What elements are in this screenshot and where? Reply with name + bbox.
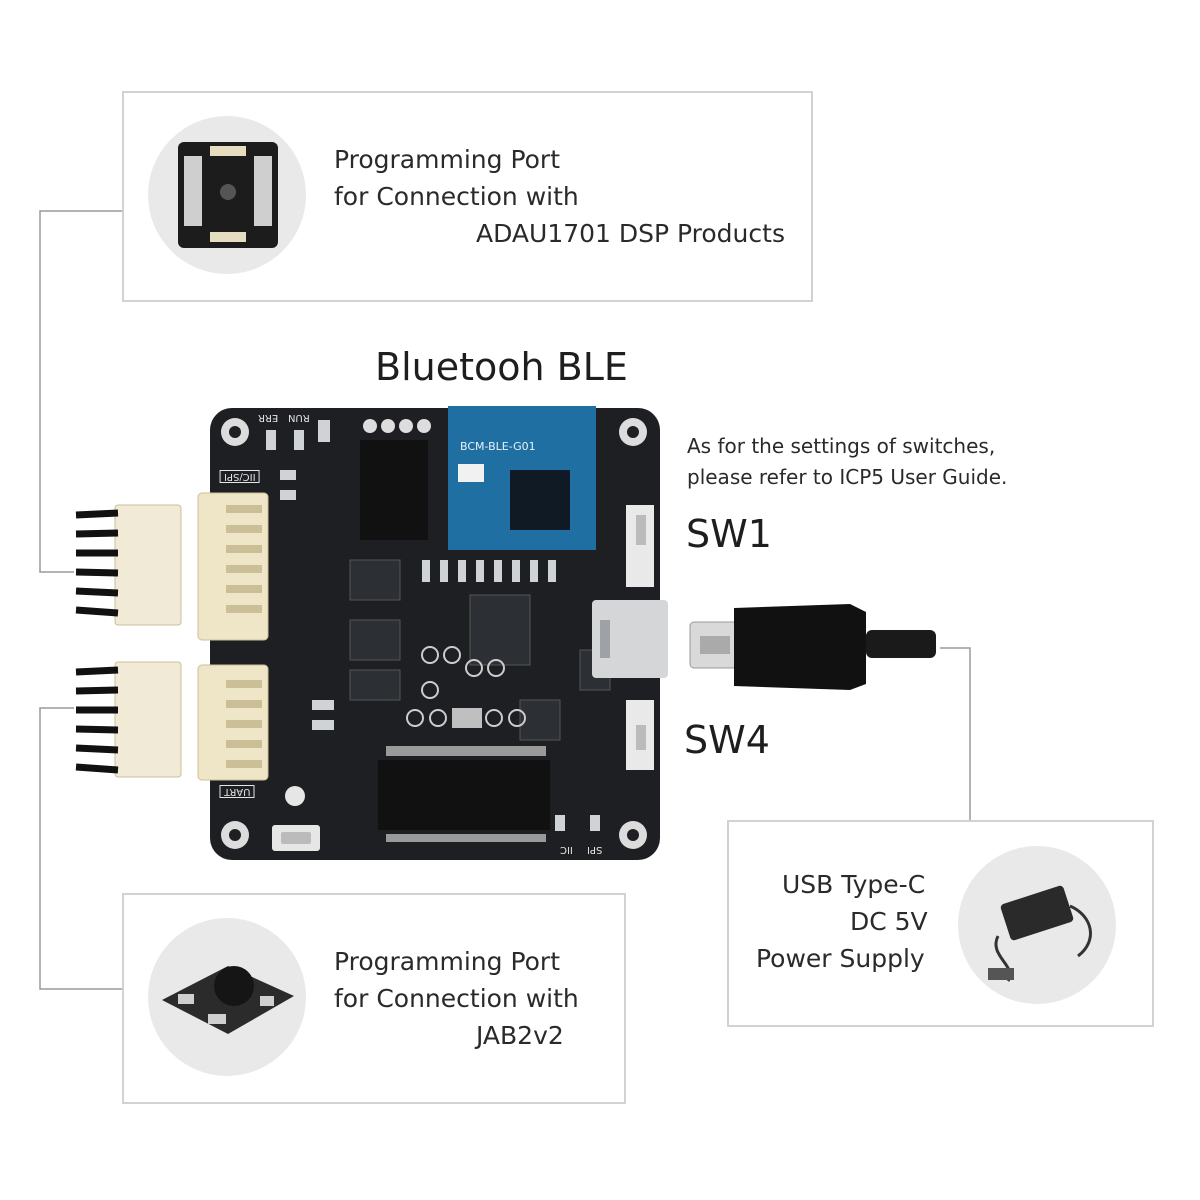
power-box-line3: Power Supply: [756, 944, 925, 973]
adau1701-board-image: [148, 116, 306, 274]
ble-module-label: BCM-BLE-G01: [460, 440, 536, 453]
sw4-label: SW4: [684, 718, 770, 762]
leader-lines: [39, 210, 971, 990]
leader-line-power: [940, 647, 971, 822]
adau1701-board-icon: [178, 142, 278, 248]
top-box-line3: ADAU1701 DSP Products: [476, 219, 785, 248]
board-title: Bluetooh BLE: [375, 345, 628, 389]
bottom-box-line1: Programming Port: [334, 947, 561, 976]
usb-cable: [689, 604, 936, 690]
jab2v2-board-image: [148, 918, 306, 1076]
cable-plug-bottom: [75, 661, 182, 778]
board-connectors: [197, 492, 269, 781]
sw1-label: SW1: [686, 512, 772, 556]
pcb-board: [210, 406, 668, 860]
silkscreen-iic: IIC: [560, 844, 573, 855]
bottom-box-line3: JAB2v2: [476, 1021, 564, 1050]
silkscreen-err: ERR: [258, 412, 279, 423]
leader-line-bottom: [39, 707, 124, 990]
silkscreen-spi: SPI: [587, 844, 603, 855]
jab2v2-board-icon: [162, 966, 294, 1034]
top-box-line2: for Connection with: [334, 182, 579, 211]
silkscreen-uart: UART: [220, 785, 255, 798]
cable-plug-top: [75, 504, 182, 626]
power-adapter-image: [958, 846, 1116, 1004]
silkscreen-iic-spi: IIC/SPI: [220, 470, 260, 483]
leader-line-top: [39, 210, 124, 573]
top-box-line1: Programming Port: [334, 145, 561, 174]
power-box-line1: USB Type-C: [782, 870, 926, 899]
power-adapter-icon: [988, 885, 1092, 982]
power-box-line2: DC 5V: [850, 907, 928, 936]
switch-note-line2: please refer to ICP5 User Guide.: [687, 465, 1008, 489]
silkscreen-run: RUN: [288, 412, 310, 423]
bottom-box-line2: for Connection with: [334, 984, 579, 1013]
switch-note-line1: As for the settings of switches,: [687, 434, 996, 458]
